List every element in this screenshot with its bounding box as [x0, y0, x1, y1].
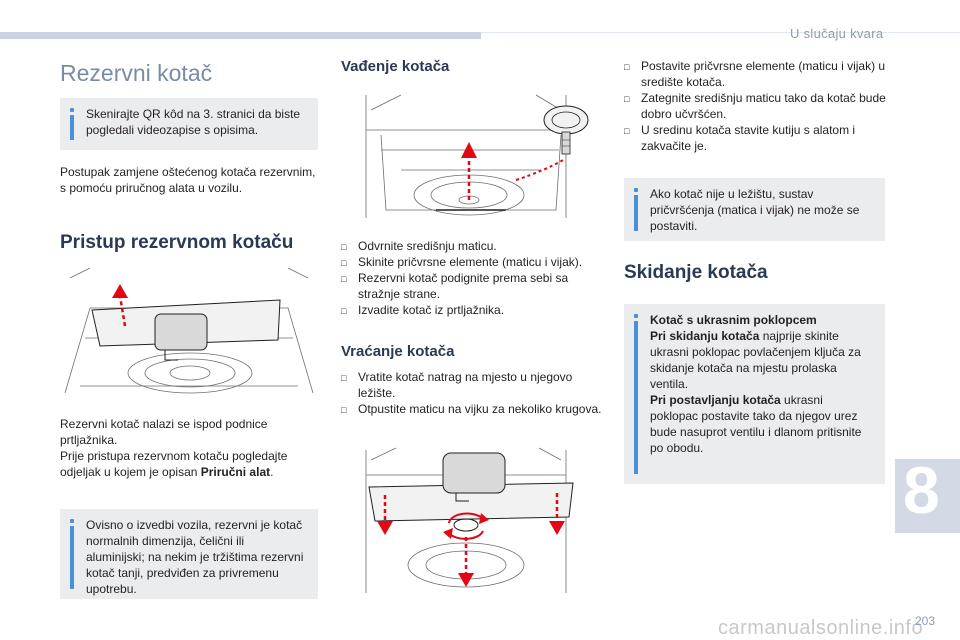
list-item: □ Skinite pričvrsne elemente (maticu i vi…: [341, 254, 603, 270]
note-hubcap: Kotač s ukrasnim poklopcem Pri skidanju …: [624, 304, 885, 484]
info-bar-icon: [634, 314, 638, 474]
heading-remove: Vađenje kotača: [341, 58, 450, 75]
square-bullet-icon: □: [624, 62, 630, 72]
note-hubcap-title: Kotač s ukrasnim poklopcem: [650, 313, 817, 327]
note-qr-text: Skenirajte QR kôd na 3. stranici da bist…: [86, 107, 301, 137]
heading-access: Pristup rezervnom kotaču: [60, 232, 294, 253]
list-item: □ Otpustite maticu na vijku za nekoliko k…: [341, 401, 603, 417]
figure-trunk-floor-lift: [60, 268, 318, 398]
watermark: carmanualsonline.info: [718, 617, 924, 639]
list-item-text: Vratite kotač natrag na mjesto u njegovo…: [358, 370, 573, 400]
intro-text: Postupak zamjene oštećenog kotača rezerv…: [60, 165, 316, 195]
info-bar-icon: [634, 188, 638, 231]
square-bullet-icon: □: [341, 373, 347, 383]
list-item-text: Odvrnite središnju maticu.: [358, 239, 497, 253]
list-item-text: Zategnite središnju maticu tako da kotač…: [641, 91, 886, 121]
list-item: □ U sredinu kotača stavite kutiju s alato…: [624, 122, 890, 154]
list-item: □ Zategnite središnju maticu tako da kota…: [624, 90, 890, 122]
note-spare-type-text: Ovisno o izvedbi vozila, rezervni je kot…: [86, 518, 304, 596]
section-title: U slučaju kvara: [790, 26, 884, 41]
square-bullet-icon: □: [624, 126, 630, 136]
note-not-seated: Ako kotač nije u ležištu, sustav pričvrš…: [624, 178, 885, 241]
square-bullet-icon: □: [341, 405, 347, 415]
figure-remove-wheel: [341, 90, 601, 222]
chapter-number: 8: [903, 453, 940, 527]
access-p2-text: Prije pristupa rezervnom kotaču pogledaj…: [60, 449, 288, 479]
note-not-seated-text: Ako kotač nije u ležištu, sustav pričvrš…: [650, 187, 860, 233]
note-hubcap-b2: Pri postavljanju kotača: [650, 393, 781, 407]
note-hubcap-t2: ukrasni poklopac postavite tako da njego…: [650, 393, 862, 455]
list-item: □ Vratite kotač natrag na mjesto u njegov…: [341, 369, 603, 401]
note-qr: Skenirajte QR kôd na 3. stranici da bist…: [60, 98, 318, 150]
remove-steps-list: □ Odvrnite središnju maticu. □ Skinite pri…: [341, 238, 603, 318]
chapter-tab: [895, 459, 960, 533]
list-item: □ Rezervni kotač podignite prema sebi sa …: [341, 270, 603, 302]
square-bullet-icon: □: [341, 274, 347, 284]
access-p2-end: .: [270, 465, 274, 479]
remove-wheel-illustration: [365, 94, 589, 218]
square-bullet-icon: □: [341, 306, 347, 316]
list-item-text: Skinite pričvrsne elemente (maticu i vij…: [358, 255, 583, 269]
list-item-text: Izvadite kotač iz prtljažnika.: [358, 303, 505, 317]
header-accent-bar: [0, 32, 481, 39]
list-item-text: Rezervni kotač podignite prema sebi sa s…: [358, 271, 569, 301]
list-item-text: U sredinu kotača stavite kutiju s alatom…: [641, 123, 856, 153]
list-item-text: Postavite pričvrsne elemente (maticu i v…: [641, 59, 886, 89]
access-p2: Prije pristupa rezervnom kotaču pogledaj…: [60, 448, 318, 480]
return-wheel-illustration: [365, 447, 574, 593]
trunk-floor-illustration: [64, 268, 314, 394]
heading-return: Vraćanje kotača: [341, 343, 455, 360]
note-hubcap-b1: Pri skidanju kotača: [650, 329, 760, 343]
return-steps-list: □ Vratite kotač natrag na mjesto u njegov…: [341, 369, 603, 417]
access-p1: Rezervni kotač nalazi se ispod podnice p…: [60, 417, 268, 447]
install-steps-list: □ Postavite pričvrsne elemente (maticu i …: [624, 58, 890, 154]
note-hubcap-t1: najprije skinite ukrasni poklopac povlač…: [650, 329, 861, 391]
header-rule: [481, 32, 960, 33]
list-item-text: Otpustite maticu na vijku za nekoliko kr…: [358, 402, 602, 416]
note-spare-type: Ovisno o izvedbi vozila, rezervni je kot…: [60, 509, 318, 599]
bolt-detail-icon: [543, 105, 589, 155]
square-bullet-icon: □: [341, 258, 347, 268]
square-bullet-icon: □: [624, 94, 630, 104]
page-number: 203: [915, 614, 936, 628]
heading-takeoff: Skidanje kotača: [624, 262, 768, 283]
info-bar-icon: [70, 519, 74, 589]
figure-return-wheel: [341, 445, 601, 595]
access-p2-link-text: Priručni alat: [200, 465, 271, 479]
square-bullet-icon: □: [341, 242, 347, 252]
list-item: □ Postavite pričvrsne elemente (maticu i …: [624, 58, 890, 90]
list-item: □ Odvrnite središnju maticu.: [341, 238, 603, 254]
page-title: Rezervni kotač: [60, 60, 213, 86]
list-item: □ Izvadite kotač iz prtljažnika.: [341, 302, 603, 318]
info-bar-icon: [70, 108, 74, 140]
